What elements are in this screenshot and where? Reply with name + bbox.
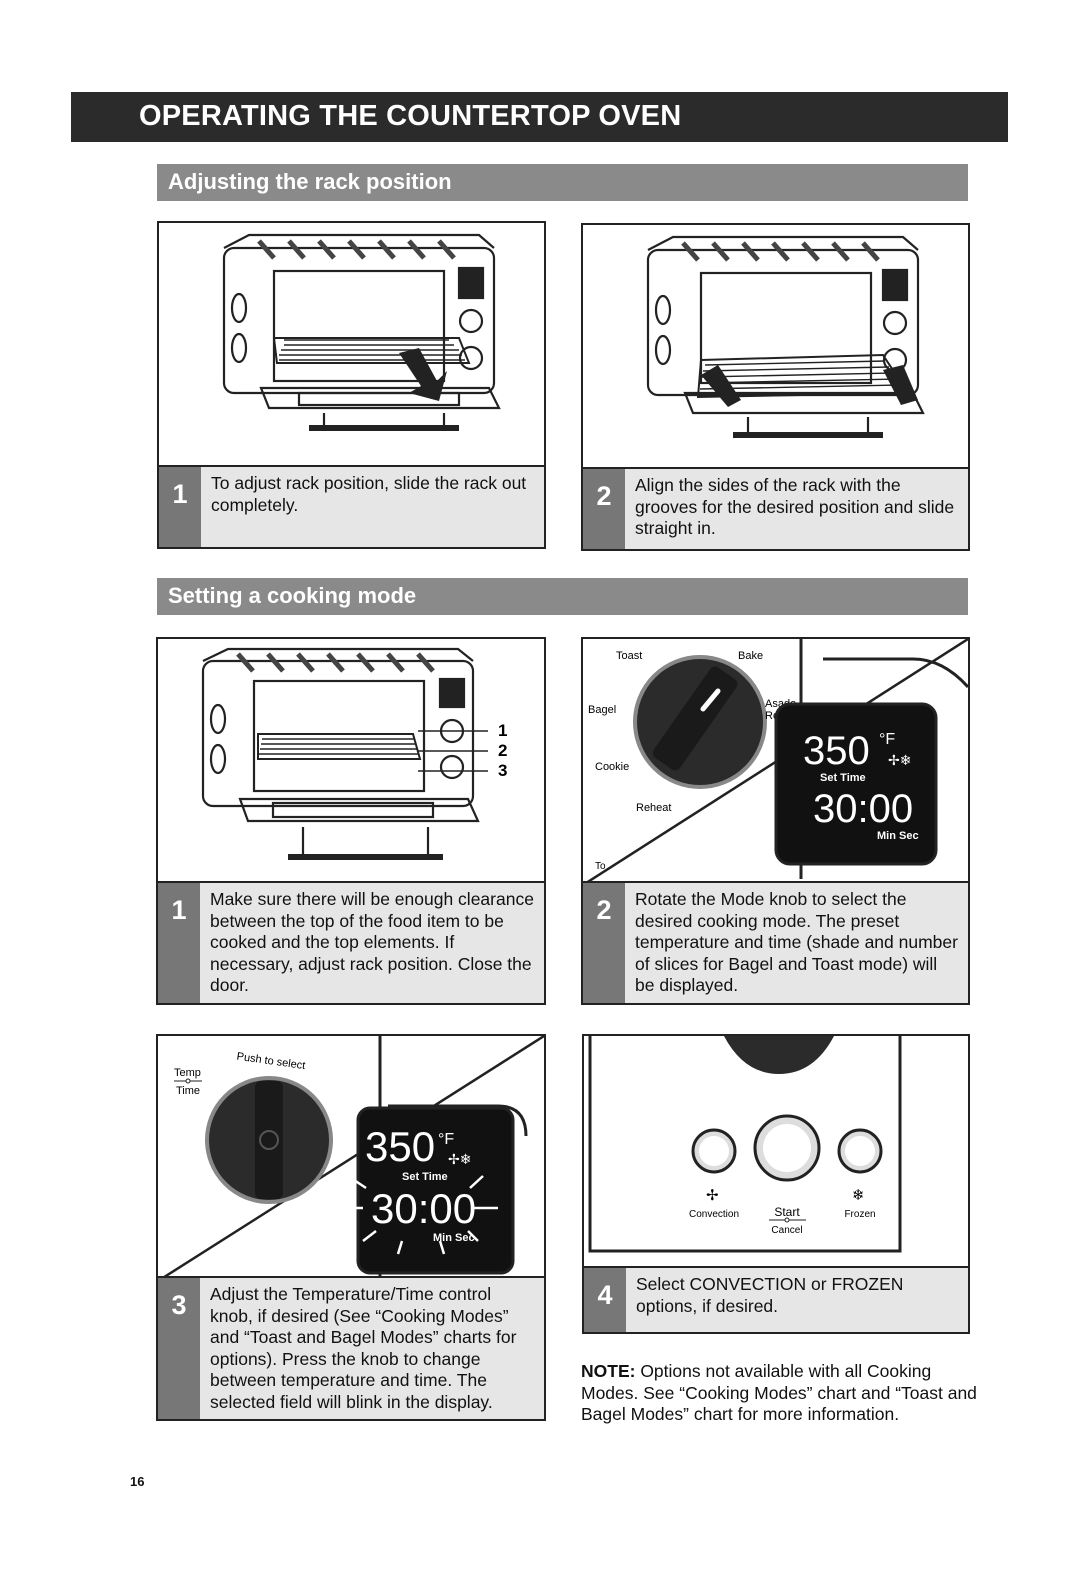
step-number: 4: [584, 1268, 626, 1332]
page-header: OPERATING THE COUNTERTOP OVEN: [71, 92, 1008, 142]
mode-label-bagel: Bagel: [588, 704, 616, 716]
page-title: OPERATING THE COUNTERTOP OVEN: [139, 100, 682, 132]
mode-step-3-panel: Temp Time Push to select 350 °F ✢❄ Set T…: [156, 1034, 546, 1421]
display-temperature: 350: [803, 729, 870, 773]
snowflake-icon: ❄: [852, 1187, 865, 1204]
section-rack-title-bar: Adjusting the rack position: [157, 164, 968, 201]
rack-step-2-panel: 2 Align the sides of the rack with the g…: [581, 223, 970, 551]
display-set-time-label: Set Time: [402, 1171, 448, 1183]
temp-label: Temp: [174, 1067, 201, 1079]
page-number: 16: [130, 1474, 145, 1489]
convection-frozen-icons: ✢❄: [448, 1151, 471, 1167]
rack-position-label: 2: [498, 741, 507, 760]
mode-knob: [633, 655, 767, 789]
display-set-time-label: Set Time: [820, 772, 866, 784]
section-mode-title-bar: Setting a cooking mode: [157, 578, 968, 615]
mode-label-cookie: Cookie: [595, 761, 629, 773]
display-temperature: 350: [365, 1123, 435, 1170]
mode-label-reheat: Reheat: [636, 802, 671, 814]
lcd-display: 350 °F ✢❄ Set Time 30:00 Min Sec: [774, 702, 938, 866]
mode-label-bake: Bake: [738, 650, 763, 662]
blink-indicator-lines: [338, 1174, 498, 1255]
section-rack-title: Adjusting the rack position: [168, 169, 452, 194]
cancel-label: Cancel: [771, 1225, 802, 1236]
rack-step-2-caption: 2 Align the sides of the rack with the g…: [583, 467, 968, 549]
mode-step-3-caption: 3 Adjust the Temperature/Time control kn…: [158, 1276, 544, 1419]
frozen-label: Frozen: [844, 1209, 875, 1220]
rack-position-label: 1: [498, 721, 507, 740]
oven-rack-insert-illustration: [646, 235, 925, 438]
temp-time-knob[interactable]: [205, 1076, 333, 1204]
rack-step-1-panel: 1 To adjust rack position, slide the rac…: [157, 221, 546, 549]
lcd-display-blinking: 350 °F ✢❄ Set Time 30:00 Min Sec: [338, 1106, 515, 1275]
display-time: 30:00: [813, 787, 913, 831]
display-unit: °F: [438, 1131, 454, 1148]
start-cancel-button[interactable]: [753, 1114, 821, 1182]
step-number: 3: [158, 1278, 200, 1419]
rack-step-1-caption: 1 To adjust rack position, slide the rac…: [159, 465, 544, 547]
mode-step-1-panel: 1 2 3 1 Make sure there will be enough c…: [156, 637, 546, 1005]
mode-label-toast: Toast: [616, 650, 642, 662]
display-min-sec-label: Min Sec: [877, 830, 919, 842]
section-mode-title: Setting a cooking mode: [168, 583, 417, 608]
temp-time-knob-illustration: Temp Time Push to select 350 °F ✢❄ Set T…: [158, 1036, 544, 1281]
mode-label-partial: To: [595, 861, 606, 872]
mode-knob-display-illustration: Toast Bake Bagel Asado Roast Cookie Rehe…: [583, 639, 968, 885]
step-text: Select CONVECTION or FROZEN options, if …: [636, 1274, 904, 1316]
convection-button[interactable]: [691, 1128, 737, 1174]
display-time: 30:00: [371, 1185, 476, 1232]
step-text: Rotate the Mode knob to select the desir…: [635, 889, 958, 995]
oven-rack-positions-illustration: 1 2 3: [201, 647, 507, 860]
note-paragraph: NOTE: Options not available with all Coo…: [581, 1361, 981, 1426]
push-to-select-label: Push to select: [236, 1051, 306, 1072]
step-number: 1: [158, 883, 200, 1003]
convection-frozen-icons: ✢❄: [888, 752, 911, 768]
mode-step-1-caption: 1 Make sure there will be enough clearan…: [158, 881, 544, 1003]
mode-step-2-caption: 2 Rotate the Mode knob to select the des…: [583, 881, 968, 1003]
step-text: Adjust the Temperature/Time control knob…: [210, 1284, 517, 1412]
note-label: NOTE:: [581, 1361, 636, 1381]
start-label: Start: [774, 1205, 800, 1219]
step-text: Make sure there will be enough clearance…: [210, 889, 534, 995]
step-text: Align the sides of the rack with the gro…: [635, 475, 955, 538]
control-buttons-illustration: ✢ ❄ Convection Start Cancel Frozen: [588, 1036, 902, 1253]
mode-step-4-panel: ✢ ❄ Convection Start Cancel Frozen 4 Sel…: [582, 1034, 970, 1334]
mode-step-2-panel: Toast Bake Bagel Asado Roast Cookie Rehe…: [581, 637, 970, 1005]
step-text: To adjust rack position, slide the rack …: [211, 473, 527, 515]
oven-rack-out-illustration: [222, 233, 501, 431]
frozen-button[interactable]: [837, 1128, 883, 1174]
convection-fan-icon: ✢: [706, 1187, 719, 1204]
mode-step-4-caption: 4 Select CONVECTION or FROZEN options, i…: [584, 1266, 968, 1332]
convection-label: Convection: [689, 1209, 739, 1220]
time-label: Time: [176, 1085, 200, 1097]
step-number: 1: [159, 467, 201, 547]
step-number: 2: [583, 883, 625, 1003]
note-text: Options not available with all Cooking M…: [581, 1361, 977, 1424]
rack-position-label: 3: [498, 761, 507, 780]
display-unit: °F: [879, 731, 895, 748]
step-number: 2: [583, 469, 625, 549]
display-min-sec-label: Min Sec: [433, 1232, 475, 1244]
